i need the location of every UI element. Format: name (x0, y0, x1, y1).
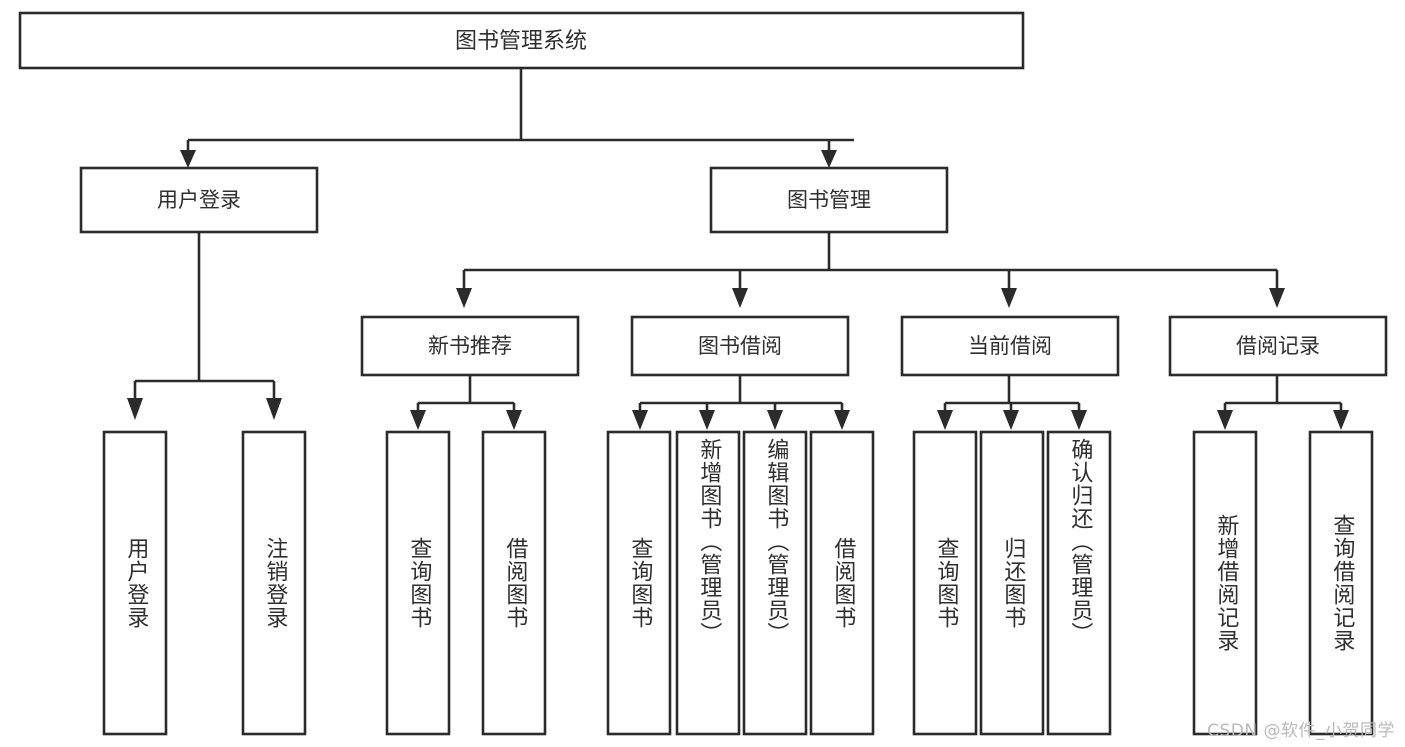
connector-bookborrow-to-leaves (632, 375, 850, 430)
node-leaf-query-record[interactable] (1308, 430, 1374, 736)
node-book-borrow-label: 图书借阅 (698, 334, 782, 358)
node-user-login[interactable]: 用户登录 (79, 166, 319, 234)
node-new-book-recommend-label: 新书推荐 (428, 334, 512, 358)
node-book-management[interactable]: 图书管理 (709, 166, 949, 234)
connector-root-to-level1 (180, 68, 854, 168)
connector-newbook-to-leaves (410, 375, 522, 430)
node-root[interactable]: 图书管理系统 (18, 11, 1025, 70)
connector-bookmgmt-to-level2 (456, 232, 1285, 308)
node-leaf-add-book[interactable] (675, 430, 741, 736)
node-borrow-record[interactable]: 借阅记录 (1168, 315, 1388, 377)
node-current-borrow[interactable]: 当前借阅 (900, 315, 1120, 377)
node-current-borrow-label: 当前借阅 (968, 334, 1052, 358)
node-leaf-confirm-return[interactable] (1046, 430, 1112, 736)
node-leaf-return-book[interactable] (979, 430, 1045, 736)
node-leaf-user-login[interactable] (102, 430, 168, 736)
node-user-login-label: 用户登录 (157, 188, 241, 212)
connector-borrowrecord-to-leaves (1217, 375, 1349, 430)
node-leaf-query-book-2[interactable] (606, 430, 672, 736)
node-leaf-query-book-1[interactable] (385, 430, 451, 736)
node-borrow-record-label: 借阅记录 (1236, 334, 1320, 358)
node-book-management-label: 图书管理 (787, 188, 871, 212)
node-leaf-query-book-3[interactable] (912, 430, 978, 736)
node-book-borrow[interactable]: 图书借阅 (630, 315, 850, 377)
csdn-watermark: CSDN @软件_小贺同学 (1207, 721, 1395, 741)
node-leaf-borrow-book-1[interactable] (481, 430, 547, 736)
node-leaf-borrow-book-2[interactable] (809, 430, 875, 736)
node-leaf-add-record[interactable] (1192, 430, 1258, 736)
node-root-label: 图书管理系统 (455, 29, 587, 54)
connector-currentborrow-to-leaves (937, 375, 1087, 430)
connector-userlogin-to-leaves (127, 232, 282, 420)
node-new-book-recommend[interactable]: 新书推荐 (360, 315, 580, 377)
node-leaf-logout-login[interactable] (241, 430, 307, 736)
node-leaf-edit-book[interactable] (742, 430, 808, 736)
